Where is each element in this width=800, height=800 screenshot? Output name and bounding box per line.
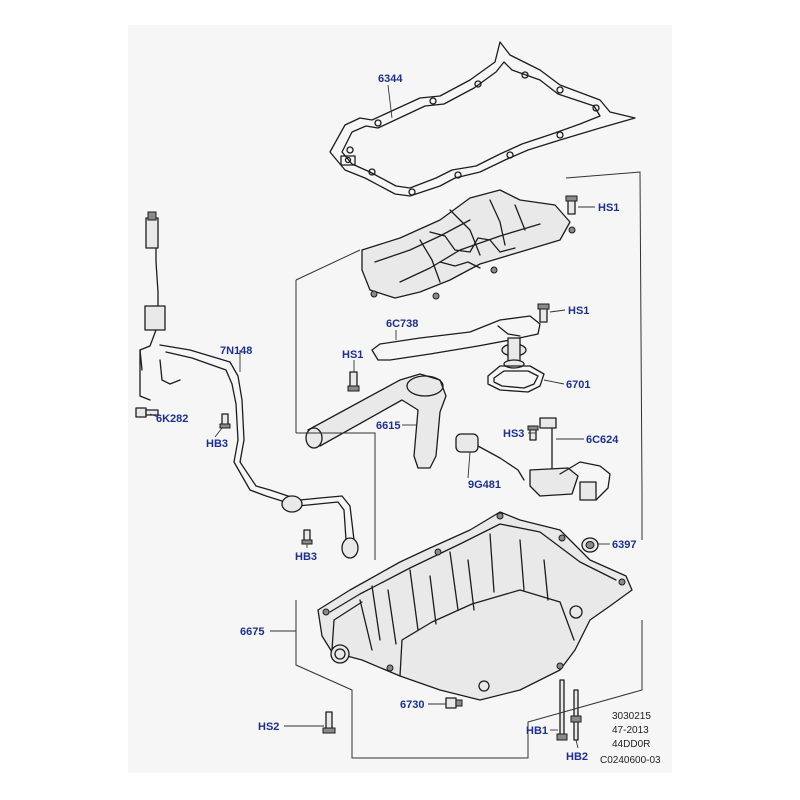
- callout-7n148: 7N148: [220, 345, 252, 357]
- reference-line-2: 47-2013: [612, 725, 649, 736]
- callout-6675: 6675: [240, 626, 264, 638]
- callout-hb3-upper: HB3: [206, 438, 228, 450]
- baffle-plate: [361, 189, 576, 300]
- bolt-hb3-upper: [219, 413, 231, 429]
- drain-plug-6730: [445, 697, 463, 709]
- bolt-hs2: [322, 711, 336, 734]
- callout-labels: 6344 HS1 HS1 6C738 HS1 6701 7N148 6K282 …: [156, 73, 636, 763]
- reference-line-4: C0240600-03: [600, 755, 661, 766]
- callout-hs1-top: HS1: [598, 202, 619, 214]
- callout-hs2: HS2: [258, 721, 279, 733]
- callout-hb3-lower: HB3: [295, 551, 317, 563]
- reference-line-1: 3030215: [612, 711, 651, 722]
- dipstick-tube-7n148: [139, 211, 359, 559]
- callout-6615: 6615: [376, 420, 400, 432]
- oil-pan-gasket: [329, 41, 636, 197]
- callout-9g481: 9G481: [468, 479, 501, 491]
- bolt-hs3: [527, 425, 539, 441]
- callout-6c738: 6C738: [386, 318, 418, 330]
- callout-hb1: HB1: [526, 725, 548, 737]
- bolt-hs1-left: [347, 371, 360, 392]
- callout-hb2: HB2: [566, 751, 588, 763]
- gasket-6701: [487, 365, 545, 393]
- callout-6344: 6344: [378, 73, 403, 85]
- bolt-hb2: [570, 689, 582, 741]
- assembly-frame: [295, 171, 643, 759]
- oil-pan-6675: [317, 511, 633, 701]
- callout-6k282: 6K282: [156, 413, 188, 425]
- callout-hs1-left: HS1: [342, 349, 363, 361]
- leader-lines: [149, 84, 610, 749]
- reference-block: 3030215 47-2013 44DD0R C0240600-03: [600, 711, 661, 766]
- callout-6701: 6701: [566, 379, 590, 391]
- bolt-hb1: [556, 679, 568, 741]
- reference-line-3: 44DD0R: [612, 739, 650, 750]
- callout-6397: 6397: [612, 539, 636, 551]
- callout-6730: 6730: [400, 699, 424, 711]
- callout-6c624: 6C624: [586, 434, 619, 446]
- callout-hs3: HS3: [503, 428, 524, 440]
- oil-level-sensor: [455, 417, 611, 501]
- bolt-hs1-top: [565, 195, 578, 215]
- bolt-hs1-mid: [537, 303, 550, 323]
- plug-6397: [581, 537, 599, 553]
- callout-hs1-mid: HS1: [568, 305, 589, 317]
- bolt-hb3-lower: [301, 529, 313, 545]
